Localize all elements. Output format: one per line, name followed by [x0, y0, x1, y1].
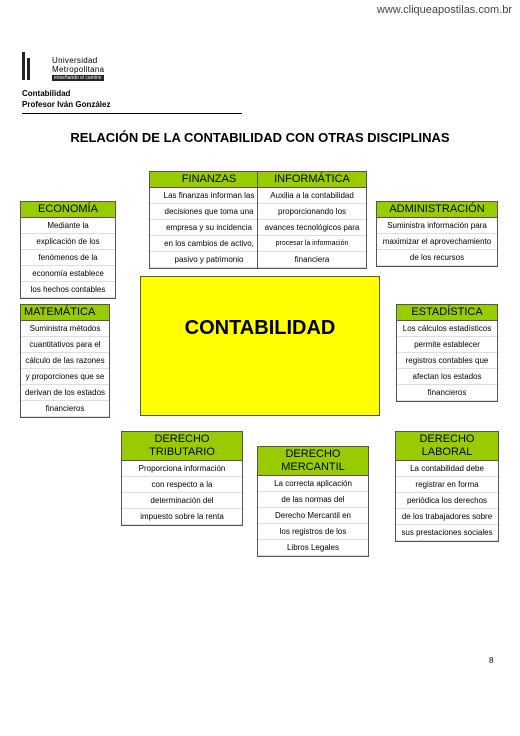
card-line: Suministra métodos: [21, 321, 109, 337]
card-title-line: DERECHO: [419, 433, 475, 445]
card-title: DERECHO TRIBUTARIO: [122, 432, 242, 461]
card-line: Libros Legales: [258, 540, 368, 556]
card-line: de los recursos: [377, 250, 497, 266]
professor: Profesor Iván González: [22, 100, 111, 109]
card-line: Mediante la: [21, 218, 115, 234]
card-administracion: ADMINISTRACIÓN Suministra información pa…: [376, 201, 498, 267]
header-rule: [22, 113, 242, 114]
card-line: registrar en forma: [396, 477, 498, 493]
card-line: fenómenos de la: [21, 250, 115, 266]
card-line: maximizar el aprovechamiento: [377, 234, 497, 250]
card-line: Las finanzas informan las: [150, 188, 268, 204]
card-line: registros contables que: [397, 353, 497, 369]
page-number: 8: [489, 656, 494, 665]
university-logo: Universidad Metropolitana enseñando el c…: [22, 52, 122, 84]
logo-text-1: Universidad: [52, 56, 98, 65]
card-title: ESTADÍSTICA: [397, 305, 497, 321]
subject: Contabilidad: [22, 89, 71, 98]
card-line: economía establece: [21, 266, 115, 282]
card-line: los hechos contables: [21, 282, 115, 298]
card-line: Los cálculos estadísticos: [397, 321, 497, 337]
card-line: de los trabajadores sobre: [396, 509, 498, 525]
card-title-line: DERECHO: [285, 448, 341, 460]
card-line: cálculo de las razones: [21, 353, 109, 369]
card-title: FINANZAS: [150, 172, 268, 188]
card-line: los registros de los: [258, 524, 368, 540]
card-informatica: INFORMÁTICA Auxilia a la contabilidad pr…: [257, 171, 367, 269]
card-line: cuantitativos para el: [21, 337, 109, 353]
card-line: en los cambios de activo,: [150, 236, 268, 252]
card-title: INFORMÁTICA: [258, 172, 366, 188]
card-line: avances tecnológicos para: [258, 220, 366, 236]
card-title-line: MERCANTIL: [281, 461, 345, 473]
card-title-line: DERECHO: [154, 433, 210, 445]
card-line: empresa y su incidencia: [150, 220, 268, 236]
card-title: ADMINISTRACIÓN: [377, 202, 497, 218]
logo-mark: [22, 52, 25, 80]
card-line: impuesto sobre la renta: [122, 509, 242, 525]
card-estadistica: ESTADÍSTICA Los cálculos estadísticos pe…: [396, 304, 498, 402]
card-title: MATEMÁTICA: [21, 305, 109, 321]
card-line: Derecho Mercantil en: [258, 508, 368, 524]
card-line: financieros: [397, 385, 497, 401]
card-line: periódica los derechos: [396, 493, 498, 509]
card-line: La correcta aplicación: [258, 476, 368, 492]
card-economia: ECONOMÍA Mediante la explicación de los …: [20, 201, 116, 299]
card-line: pasivo y patrimonio: [150, 252, 268, 268]
card-line: derivan de los estados: [21, 385, 109, 401]
card-line: explicación de los: [21, 234, 115, 250]
logo-tagline: enseñando el camino: [52, 75, 104, 81]
card-matematica: MATEMÁTICA Suministra métodos cuantitati…: [20, 304, 110, 418]
card-line: con respecto a la: [122, 477, 242, 493]
card-line: sus prestaciones sociales: [396, 525, 498, 541]
card-title: DERECHO MERCANTIL: [258, 447, 368, 476]
card-line: financiera: [258, 252, 366, 268]
center-box: CONTABILIDAD: [140, 276, 380, 416]
site-url: www.cliqueapostilas.com.br: [376, 4, 512, 16]
card-line: procesar la información: [258, 236, 366, 252]
center-title: CONTABILIDAD: [184, 317, 336, 339]
card-title: ECONOMÍA: [21, 202, 115, 218]
card-finanzas: FINANZAS Las finanzas informan las decis…: [149, 171, 269, 269]
card-line: Auxilia a la contabilidad: [258, 188, 366, 204]
card-derecho-laboral: DERECHO LABORAL La contabilidad debe reg…: [395, 431, 499, 542]
card-line: financieros: [21, 401, 109, 417]
card-line: determinación del: [122, 493, 242, 509]
card-line: Suministra información para: [377, 218, 497, 234]
card-line: decisiones que toma una: [150, 204, 268, 220]
card-line: permite establecer: [397, 337, 497, 353]
card-derecho-tributario: DERECHO TRIBUTARIO Proporciona informaci…: [121, 431, 243, 526]
page-title: RELACIÓN DE LA CONTABILIDAD CON OTRAS DI…: [70, 130, 450, 145]
card-derecho-mercantil: DERECHO MERCANTIL La correcta aplicación…: [257, 446, 369, 557]
card-title-line: LABORAL: [421, 446, 473, 458]
card-line: La contabilidad debe: [396, 461, 498, 477]
card-line: proporcionando los: [258, 204, 366, 220]
card-line: afectan los estados: [397, 369, 497, 385]
card-title: DERECHO LABORAL: [396, 432, 498, 461]
logo-mark-2: [27, 58, 30, 80]
card-line: y proporciones que se: [21, 369, 109, 385]
course-info: Contabilidad Profesor Iván González: [22, 88, 110, 110]
card-title-line: TRIBUTARIO: [149, 446, 215, 458]
card-line: de las normas del: [258, 492, 368, 508]
card-line: Proporciona información: [122, 461, 242, 477]
logo-text-2: Metropolitana: [52, 65, 105, 74]
